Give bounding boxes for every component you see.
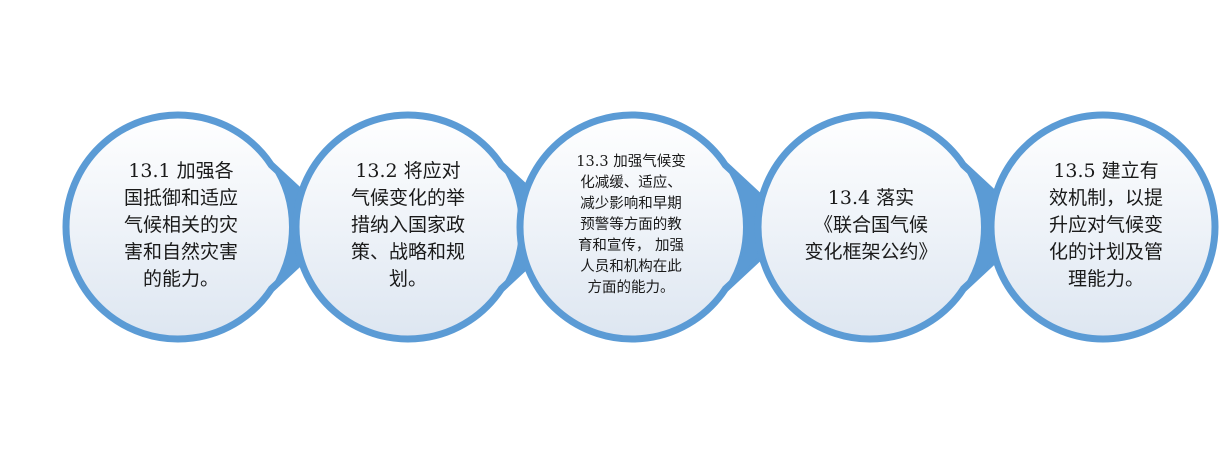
step-2-label: 13.2 将应对 气候变化的举 措纳入国家政 策、战略和规 划。 (350, 159, 465, 290)
step-1-label: 13.1 加强各 国抵御和适应 气候相关的灾 害和自然灾害 的能力。 (123, 159, 238, 290)
step-4-label: 13.4 落实 《联合国气候 变化框架公约》 (804, 186, 938, 263)
step-3-circle (516, 111, 796, 343)
step-4-text: 13.4 落实 《联合国气候 变化框架公约》 (786, 150, 956, 300)
step-5-label: 13.5 建立有 效机制，以提 升应对气候变 化的计划及管 理能力。 (1048, 159, 1163, 290)
step-3-text: 13.3 加强气候变 化减缓、适应、 减少影响和早期 预警等方面的教 育和宣传，… (552, 140, 710, 310)
step-4-circle (754, 111, 1034, 343)
step-5-circle (987, 111, 1219, 343)
step-shapes (62, 111, 1219, 343)
step-1-circle (62, 111, 342, 343)
step-2-circle (292, 111, 572, 343)
step-2-text: 13.2 将应对 气候变化的举 措纳入国家政 策、战略和规 划。 (322, 150, 494, 300)
step-5-text: 13.5 建立有 效机制，以提 升应对气候变 化的计划及管 理能力。 (1018, 150, 1194, 300)
step-3-label: 13.3 加强气候变 化减缓、适应、 减少影响和早期 预警等方面的教 育和宣传，… (576, 153, 686, 296)
step-1-text: 13.1 加强各 国抵御和适应 气候相关的灾 害和自然灾害 的能力。 (92, 150, 270, 300)
